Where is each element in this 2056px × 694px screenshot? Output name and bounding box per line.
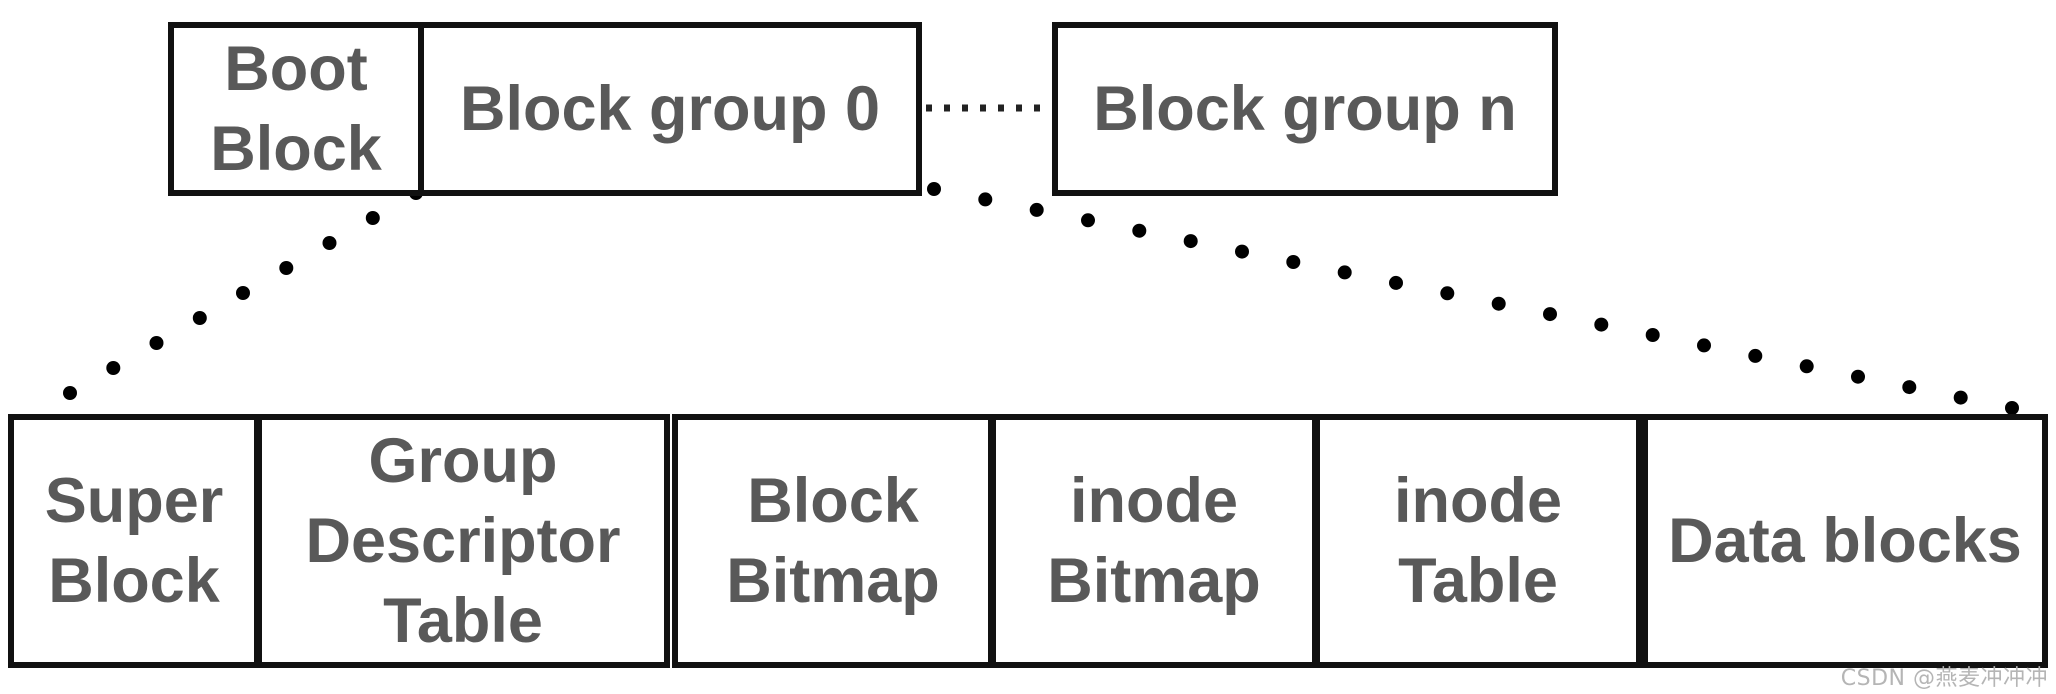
boot-block: Boot Block bbox=[168, 22, 424, 196]
right-dot bbox=[1953, 390, 1968, 405]
right-dot bbox=[1645, 328, 1660, 342]
left-dot bbox=[279, 261, 294, 275]
left-expansion-dots bbox=[63, 186, 423, 400]
block-group-n-label: Block group n bbox=[1093, 74, 1517, 144]
inode-bitmap-label: inode Bitmap bbox=[1047, 466, 1261, 616]
right-dot bbox=[1183, 234, 1198, 249]
inode-bitmap: inode Bitmap bbox=[990, 414, 1318, 668]
right-dot bbox=[978, 192, 993, 207]
right-dot bbox=[1235, 244, 1249, 259]
super-block: Super Block bbox=[8, 414, 260, 668]
super-block-label: Super Block bbox=[44, 466, 224, 616]
left-dot bbox=[322, 236, 337, 250]
right-dot bbox=[1389, 275, 1403, 290]
right-expansion-dots bbox=[927, 182, 2019, 415]
right-dot bbox=[1081, 213, 1095, 228]
group-descriptor-table-label: Group Descriptor Table bbox=[305, 426, 621, 656]
block-group-n: Block group n bbox=[1052, 22, 1558, 196]
right-dot bbox=[1337, 265, 1352, 280]
data-blocks: Data blocks bbox=[1642, 414, 2048, 668]
block-group-0-label: Block group 0 bbox=[459, 74, 881, 144]
right-dot bbox=[1799, 359, 1814, 374]
boot-block-label: Boot Block bbox=[210, 34, 382, 184]
left-dot bbox=[149, 336, 164, 350]
left-dot bbox=[365, 211, 380, 225]
right-dot bbox=[927, 182, 941, 196]
inode-table-label: inode Table bbox=[1394, 466, 1562, 616]
inode-table: inode Table bbox=[1314, 414, 1642, 668]
left-dot bbox=[106, 361, 121, 375]
right-dot bbox=[1594, 317, 1609, 332]
right-dot bbox=[1440, 286, 1455, 301]
left-dot bbox=[192, 311, 207, 325]
right-dot bbox=[1286, 255, 1301, 269]
right-dot bbox=[1697, 338, 1711, 353]
data-blocks-label: Data blocks bbox=[1668, 506, 2022, 576]
left-dot bbox=[236, 286, 250, 300]
block-group-0: Block group 0 bbox=[418, 22, 922, 196]
right-dot bbox=[2005, 401, 2019, 415]
watermark: CSDN @燕麦冲冲冲 bbox=[1840, 666, 2048, 691]
group-descriptor-table: Group Descriptor Table bbox=[256, 414, 670, 668]
block-bitmap: Block Bitmap bbox=[672, 414, 994, 668]
right-dot bbox=[1132, 223, 1147, 238]
block-bitmap-label: Block Bitmap bbox=[726, 466, 940, 616]
right-dot bbox=[1543, 307, 1557, 322]
right-dot bbox=[1748, 348, 1763, 363]
left-dot bbox=[63, 386, 77, 400]
right-dot bbox=[1902, 380, 1917, 395]
right-dot bbox=[1491, 296, 1506, 311]
right-dot bbox=[1029, 202, 1044, 217]
right-dot bbox=[1851, 369, 1865, 384]
